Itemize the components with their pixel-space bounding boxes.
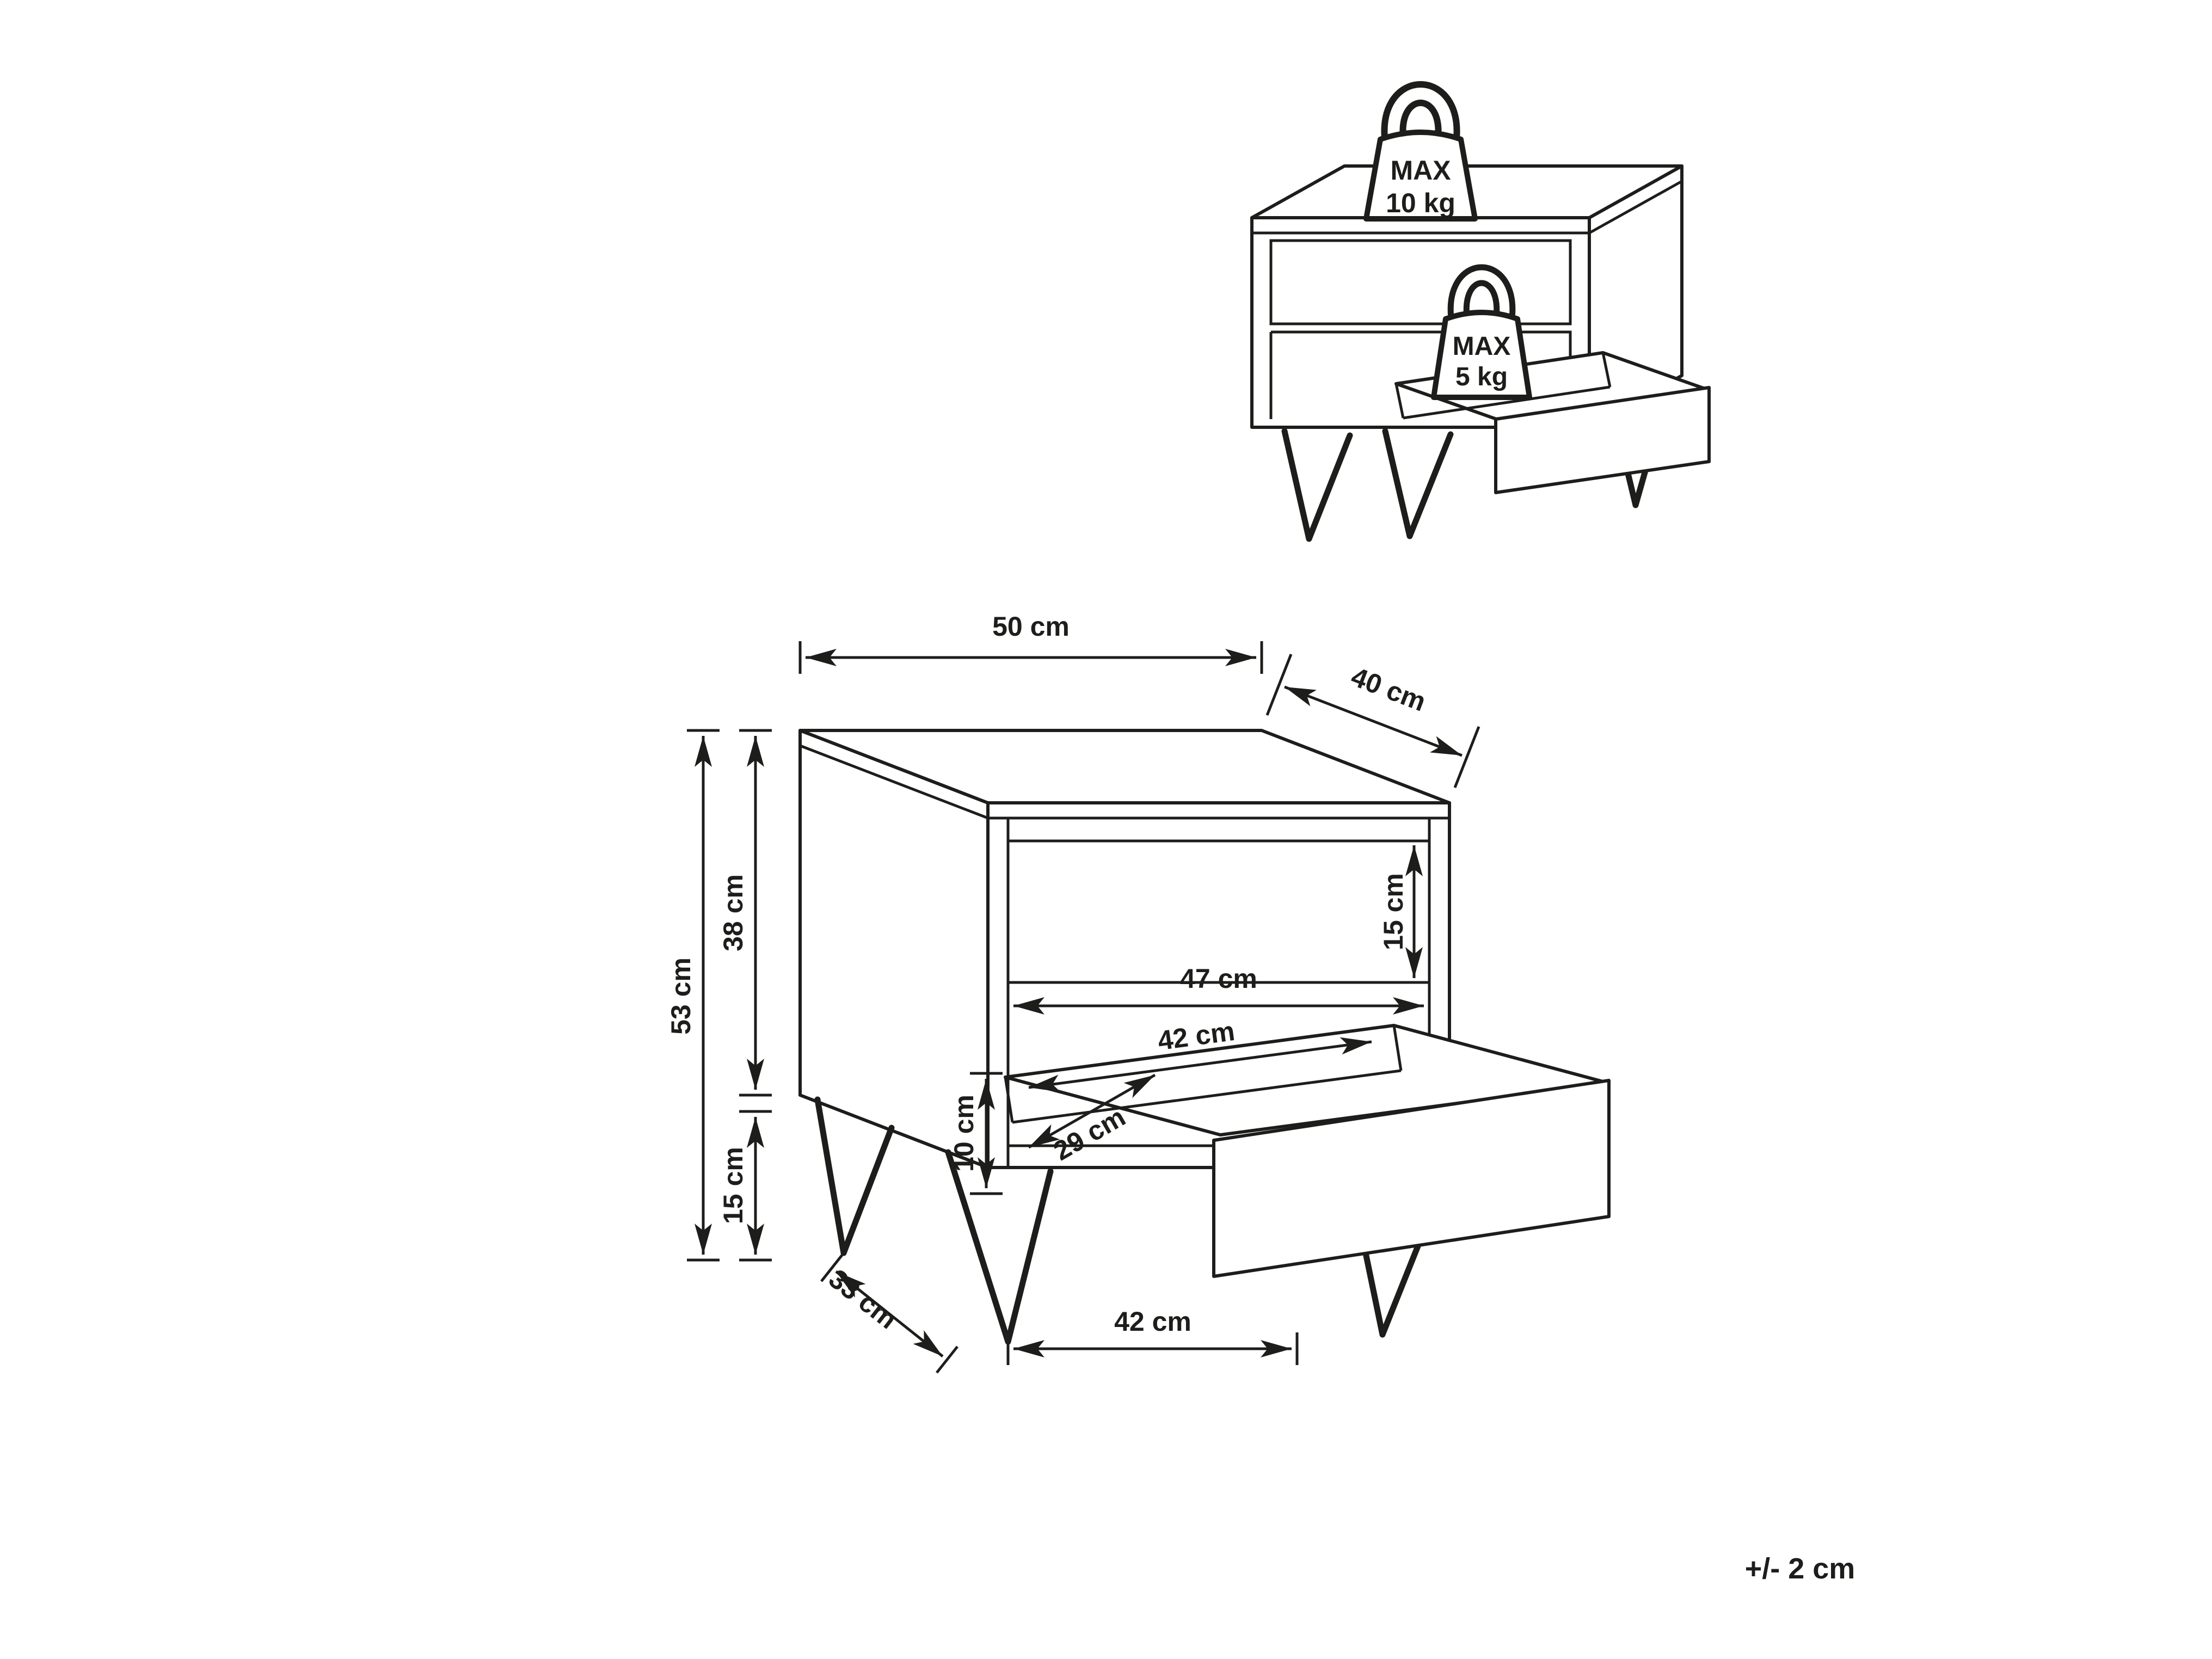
dim-top-width-label: 50 cm bbox=[992, 611, 1070, 642]
dim-leg-height-label: 15 cm bbox=[718, 1147, 748, 1224]
top-load-value-label: 10 kg bbox=[1386, 188, 1455, 218]
dim-line-top-depth bbox=[1284, 685, 1463, 757]
small-cabinet-top-lip-side bbox=[1588, 180, 1683, 235]
dim-bar bbox=[820, 1254, 843, 1282]
dim-total-height-label: 53 cm bbox=[666, 957, 696, 1035]
weight-handle-inner bbox=[1453, 270, 1510, 324]
cabinet-top-lip-side bbox=[800, 744, 988, 820]
leg-front-left bbox=[945, 1149, 1054, 1345]
dim-bar bbox=[1453, 726, 1480, 788]
drawer-load-max-label: MAX bbox=[1453, 332, 1511, 361]
dim-line-drawer-inner-depth bbox=[1028, 1073, 1156, 1149]
tolerance-note: +/- 2 cm bbox=[1745, 1552, 1855, 1585]
main-dimension-drawing: 15 cm 47 cm 42 cm 29 cm 10 cm 50 cm 40 c… bbox=[666, 611, 1611, 1374]
leg-back-left bbox=[814, 1096, 895, 1256]
top-load-max-label: MAX bbox=[1390, 155, 1451, 186]
dim-bar bbox=[936, 1345, 958, 1374]
dim-body-height-label: 38 cm bbox=[718, 874, 748, 951]
weight-body bbox=[1431, 310, 1532, 400]
weight-handle-inner bbox=[1387, 88, 1454, 147]
top-drawer-front bbox=[1006, 839, 1431, 984]
drawer-load-value-label: 5 kg bbox=[1455, 362, 1508, 391]
drawer-front-panel bbox=[1212, 1079, 1611, 1278]
dim-feet-span-label: 42 cm bbox=[1114, 1306, 1191, 1337]
dim-inner-width-label: 47 cm bbox=[1180, 963, 1257, 994]
drawer-load-weight-icon: MAX 5 kg bbox=[1431, 264, 1532, 400]
small-drawer-inner-walls bbox=[1394, 352, 1612, 420]
small-cabinet-leg-left bbox=[1281, 428, 1353, 542]
load-limit-diagram: MAX 10 kg MAX 5 kg bbox=[1250, 81, 1711, 542]
small-cabinet-top-drawer-front bbox=[1269, 239, 1572, 325]
dim-bottom-clearance-label: 10 cm bbox=[949, 1095, 979, 1172]
dim-top-depth-label: 40 cm bbox=[1347, 661, 1430, 717]
dim-bar bbox=[1265, 654, 1293, 716]
small-cabinet-leg-middle bbox=[1382, 428, 1454, 539]
top-load-weight-icon: MAX 10 kg bbox=[1363, 81, 1478, 222]
weight-body bbox=[1363, 130, 1478, 222]
dim-drawer-front-height-label: 15 cm bbox=[1378, 873, 1409, 950]
dim-leg-depth-label: 33 cm bbox=[823, 1263, 902, 1335]
small-drawer-front-panel bbox=[1494, 386, 1711, 494]
dim-line-leg-depth bbox=[835, 1270, 944, 1357]
